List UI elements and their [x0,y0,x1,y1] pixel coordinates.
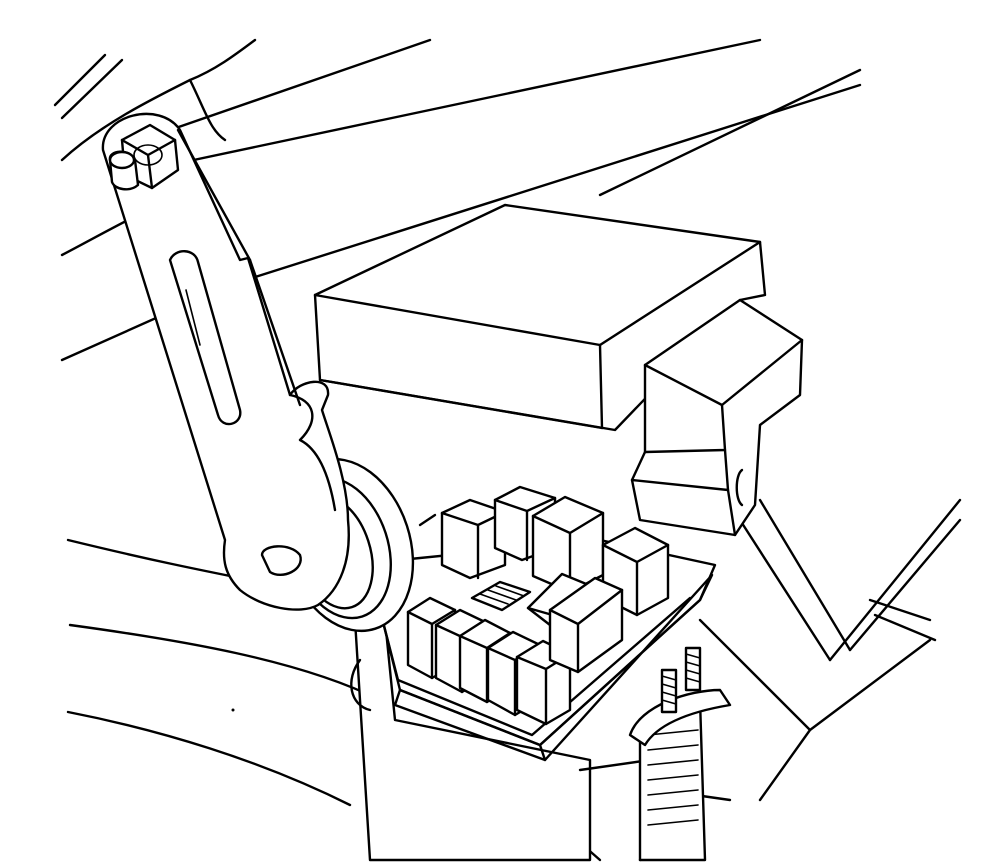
mounting-studs [628,646,732,862]
threaded-stud [660,646,702,714]
release-lever [101,112,350,611]
mini-fuse-strip [470,580,532,612]
nut-and-bolt [108,123,180,191]
relay [440,498,507,580]
fuse-box-cover [313,203,804,537]
fuse [548,576,624,674]
background-body-lines [53,38,962,862]
lever-end-hole [260,545,302,577]
fuses [406,572,624,726]
cover-latch-tab [630,298,804,537]
relays [440,485,670,617]
speck [231,708,235,712]
lever-slot [168,250,242,426]
